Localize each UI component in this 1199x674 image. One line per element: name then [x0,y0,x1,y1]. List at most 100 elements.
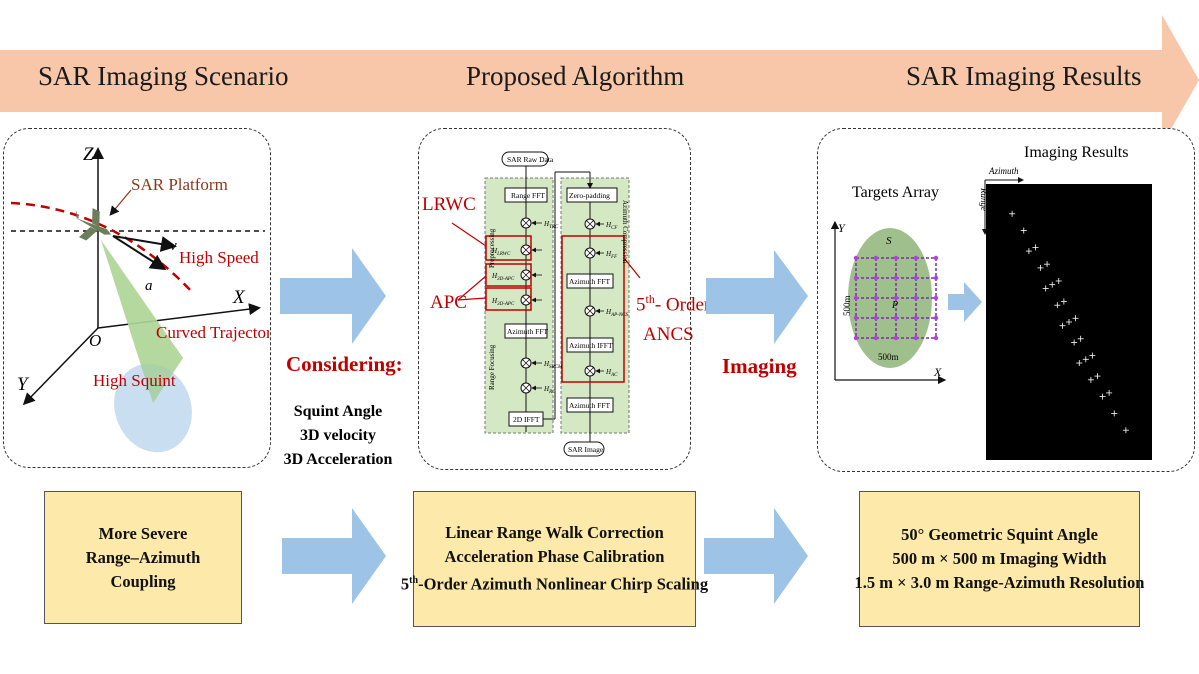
results-summary-line-3: 1.5 m × 3.0 m Range-Azimuth Resolution [854,573,1145,592]
results-summary-line-2: 500 m × 500 m Imaging Width [892,549,1107,568]
height-dim-label: 500m [842,295,852,316]
curved-trajectory [10,201,194,294]
focused-target [1094,373,1101,380]
focused-target [1044,261,1051,268]
arrow-scenario-to-algorithm [280,248,386,344]
z-axis-label: Z [83,144,94,165]
azimuth-fft-left-label: Azimuth FFT [507,327,548,336]
target-point [853,275,859,281]
svg-text:HAC: HAC [605,368,618,378]
banner-results-title: SAR Imaging Results [906,61,1142,91]
svg-text:HLRWC: HLRWC [491,247,511,257]
target-point [853,335,859,341]
azimuth-fft-mid-label: Azimuth FFT [569,277,610,286]
scene-ellipse [848,228,932,368]
target-point [913,335,919,341]
imaging-results-title: Imaging Results [1024,144,1129,161]
lrwc-highlight [485,235,532,261]
imaging-label: Imaging [722,354,797,378]
y-axis [22,327,99,406]
svg-text:HRC: HRC [543,385,556,395]
v-label: v [170,238,177,254]
azimuth-ifft-label: Azimuth IFFT [569,341,613,350]
focused-target [1099,393,1106,400]
ancs-highlight [561,235,625,383]
banner-arrow [0,15,1199,130]
target-point [893,295,899,301]
considering-title: Considering: [286,352,403,376]
ancs-order-number: 5 [636,294,646,316]
algorithm-flowchart: SAR Raw Data Range FFT Zero-padding Azim… [451,151,641,457]
focused-target [1009,210,1016,217]
targets-array-diagram: Y X S P 500m 500m [830,220,947,385]
high-speed-label: High Speed [179,248,259,267]
considering-list: Squint Angle 3D velocity 3D Acceleration [278,400,398,472]
arrow-bottom-2 [704,508,808,604]
coupling-line-2: Range–Azimuth [85,547,201,567]
focused-target [1089,352,1096,359]
focused-target [1077,335,1084,342]
svg-text:HSRCM: HSRCM [543,360,563,370]
svg-text:HTRC: HTRC [543,220,559,230]
focused-target [1020,227,1027,234]
algorithm-summary-box: Linear Range Walk Correction Acceleratio… [401,491,708,627]
azimuth-label: Azimuth [988,166,1019,176]
focused-target [1111,410,1118,417]
target-point [873,255,879,261]
range-label: Range [979,187,989,211]
y-axis-label: Y [838,221,846,235]
algorithm-summary-line-3: 5th-Order Azimuth Nonlinear Chirp Scalin… [401,569,708,597]
raw-data-label: SAR Raw Data [507,155,554,164]
targets-array-title: Targets Array [852,184,939,201]
sar-image-label: SAR Image [568,445,604,454]
acceleration-vector [112,235,167,271]
svg-text:H3D-APC: H3D-APC [491,297,515,307]
algorithm-summary-order-sup: th [409,575,419,587]
apc-label: APC [430,292,467,313]
svg-text:HFF: HFF [605,250,618,260]
arrow-bottom-1 [282,508,386,604]
focused-target [1087,376,1094,383]
high-squint-label: High Squint [93,371,176,390]
target-point [873,275,879,281]
s-label: S [886,235,892,247]
focused-target [1106,389,1113,396]
x-axis-label: X [933,365,942,379]
left-green-panel [484,177,554,434]
platform-label: SAR Platform [131,175,228,194]
curved-trajectory-label: Curved Trajectory [156,323,269,342]
target-point [873,295,879,301]
scenario-diagram: Z X Y O SAR Platform v a High Speed Curv… [10,144,269,453]
target-point [933,275,939,281]
right-green-panel [560,177,630,434]
x-axis-label: X [232,287,246,308]
azimuth-range-axes: Azimuth Range [979,166,1024,235]
focused-target [1076,360,1083,367]
coupling-line-3: Coupling [110,571,176,591]
considering-item-squint: Squint Angle [293,403,383,420]
target-point [893,275,899,281]
focused-target [1066,319,1072,325]
lrwc-label: LRWC [422,194,476,215]
svg-text:HAP-NCS: HAP-NCS [605,308,629,318]
ancs-order-label: 5th- Order [636,292,710,316]
target-point [933,315,939,321]
range-fft-label: Range FFT [511,191,545,200]
x-axis [97,303,261,329]
arrow-algorithm-to-results [706,250,808,344]
apc-highlight-1 [485,263,532,287]
target-point [853,295,859,301]
range-focusing-label: Range Focusing [488,344,496,390]
zero-padding-label: Zero-padding [569,191,610,200]
preprocessing-label: Preprocessing [488,228,496,268]
focused-target [1071,339,1078,346]
results-summary-box: 50° Geometric Squint Angle 500 m × 500 m… [855,491,1144,627]
target-point [913,255,919,261]
target-point [873,315,879,321]
algorithm-summary-order-text: -Order Azimuth Nonlinear Chirp Scaling [418,574,709,594]
target-point [853,255,859,261]
a-label: a [145,278,153,294]
focused-target [1082,356,1089,363]
target-point [893,255,899,261]
target-point [933,295,939,301]
